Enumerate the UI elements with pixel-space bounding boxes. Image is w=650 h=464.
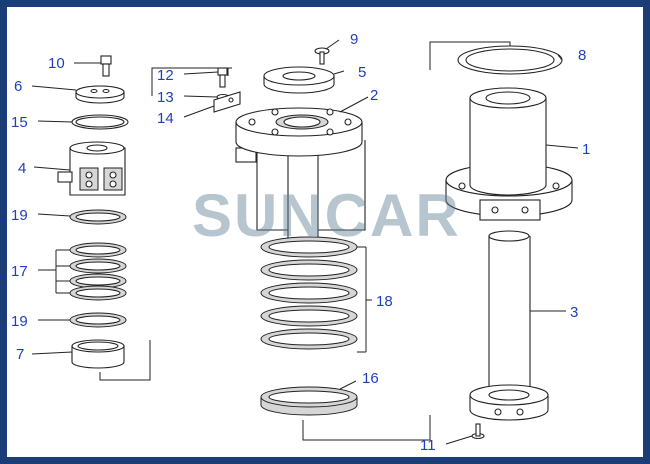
part-7-bushing (71, 339, 125, 369)
bracket-middle-top (151, 67, 232, 96)
part-6-plate (75, 85, 125, 104)
part-1-body (445, 87, 573, 221)
part-3-shaft (469, 230, 549, 421)
part-4-block (57, 141, 126, 196)
part-16-ring (260, 386, 358, 416)
callout-12: 12 (157, 67, 174, 84)
part-15-o-ring (71, 114, 129, 130)
part-12-bolt (217, 67, 228, 88)
callout-8: 8 (578, 47, 586, 64)
part-10-bolt (100, 55, 112, 77)
callout-16: 16 (362, 370, 379, 387)
part-14-lock-plate (213, 91, 241, 113)
callout-15: 15 (11, 114, 28, 131)
callout-7: 7 (16, 346, 24, 363)
part-9-screw (314, 47, 330, 65)
callout-17: 17 (11, 263, 28, 280)
part-18-rings (260, 236, 358, 350)
part-19-ring-bottom (69, 312, 127, 328)
bracket-left-bottom (99, 340, 151, 381)
callout-9: 9 (350, 31, 358, 48)
callout-19-top: 19 (11, 207, 28, 224)
callout-1: 1 (582, 141, 590, 158)
callout-18: 18 (376, 293, 393, 310)
callout-10: 10 (48, 55, 65, 72)
part-5-cap (263, 66, 335, 94)
leader-lines (31, 39, 579, 445)
callout-11: 11 (420, 437, 436, 454)
part-2-housing (235, 107, 366, 246)
watermark-text: SUNCAR (192, 182, 461, 249)
callout-14: 14 (157, 110, 174, 127)
callout-4: 4 (18, 160, 26, 177)
callout-2: 2 (370, 87, 378, 104)
part-17-rings (69, 242, 127, 301)
callout-19-bottom: 19 (11, 313, 28, 330)
part-19-ring-top (69, 209, 127, 225)
callout-6: 6 (14, 78, 22, 95)
part-11-screw (471, 423, 485, 440)
callout-5: 5 (358, 64, 366, 81)
bracket-middle-bottom (302, 415, 431, 441)
callout-3: 3 (570, 304, 578, 321)
part-8-gasket (457, 45, 563, 75)
callout-13: 13 (157, 89, 174, 106)
